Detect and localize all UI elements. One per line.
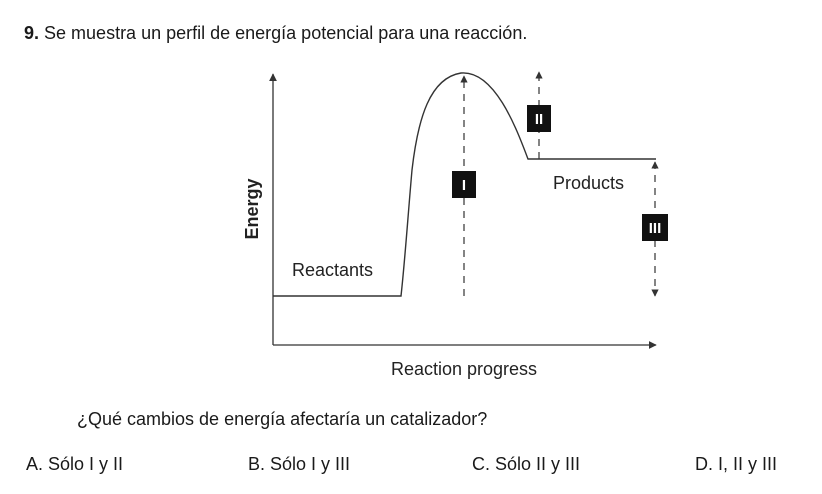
option-c[interactable]: C. Sólo II y III: [472, 454, 581, 474]
marker-label-ii: II: [535, 111, 543, 128]
y-axis-label: Energy: [242, 178, 262, 239]
marker-box-i: [452, 171, 476, 198]
marker-label-iii: III: [649, 220, 662, 237]
x-axis-label: Reaction progress: [391, 359, 537, 379]
energy-curve: [273, 72, 656, 297]
marker-box-ii: [527, 105, 551, 132]
products-label: Products: [553, 173, 624, 193]
marker-box-iii: [642, 214, 668, 241]
option-d[interactable]: D. I, II y III: [695, 454, 778, 474]
question-number: 9.: [24, 23, 40, 43]
question-stem: 9. Se muestra un perfil de energía poten…: [24, 21, 527, 45]
reactants-label: Reactants: [292, 260, 373, 280]
question-text: Se muestra un perfil de energía potencia…: [44, 23, 528, 43]
option-a[interactable]: A. Sólo I y II: [26, 454, 124, 474]
option-b[interactable]: B. Sólo I y III: [248, 454, 351, 474]
question-prompt: ¿Qué cambios de energía afectaría un cat…: [77, 409, 488, 429]
marker-label-i: I: [462, 177, 466, 194]
